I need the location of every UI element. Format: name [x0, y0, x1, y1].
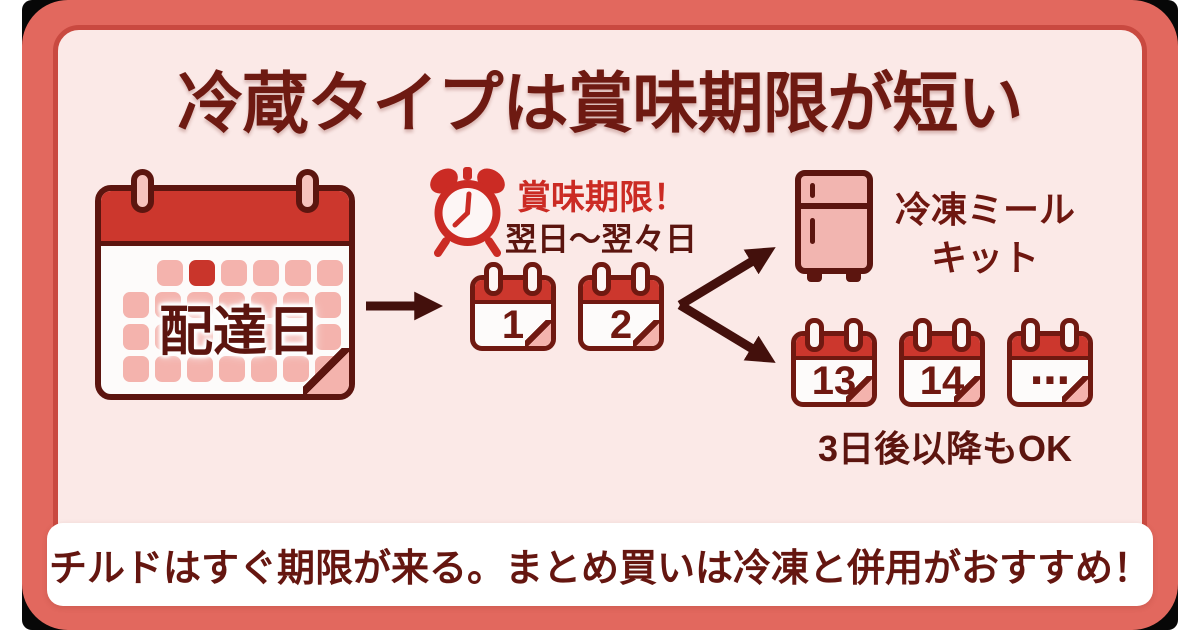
day-calendar-icon: 14	[899, 318, 985, 407]
fridge-icon	[795, 170, 873, 282]
calendar-ring-icon	[952, 318, 971, 352]
folded-corner-icon	[633, 320, 659, 346]
day-calendar-icon: 2	[578, 262, 664, 351]
calendar-ring-icon	[592, 262, 611, 296]
frozen-note: 3日後以降もOK	[817, 428, 1073, 469]
frozen-meal-kit-label: 冷凍ミール キット	[894, 189, 1075, 278]
folded-corner-icon	[954, 376, 980, 402]
calendar-page: 14	[899, 331, 985, 407]
calendar-ring-icon	[1060, 318, 1079, 352]
delivery-calendar-icon: 配達日	[95, 169, 355, 400]
day-calendar-icon: 13	[791, 318, 877, 407]
calendar-ring-icon	[484, 262, 503, 296]
page-title: 冷蔵タイプは賞味期限が短い	[177, 66, 1024, 140]
folded-corner-icon	[303, 348, 349, 394]
calendar-page: 1	[470, 275, 556, 351]
calendar-ring-icon	[913, 318, 932, 352]
calendar-page: 2	[578, 275, 664, 351]
calendar-page: 13	[791, 331, 877, 407]
day-calendar-icon: 1	[470, 262, 556, 351]
calendar-ring-icon	[131, 169, 154, 213]
calendar-date-grid	[101, 246, 349, 382]
calendar-page: 配達日	[95, 185, 355, 400]
alarm-clock-icon	[430, 167, 505, 257]
right-arrow-icon	[366, 291, 444, 321]
footer-message: チルドはすぐ期限が来る。まとめ買いは冷凍と併用がおすすめ！	[48, 548, 1151, 590]
folded-corner-icon	[1062, 376, 1088, 402]
day-calendar-icon: ⋯	[1007, 318, 1093, 407]
expiry-range-label: 翌日〜翌々日	[505, 221, 698, 257]
footer-banner: チルドはすぐ期限が来る。まとめ買いは冷凍と併用がおすすめ！	[47, 523, 1153, 606]
calendar-ring-icon	[1021, 318, 1040, 352]
folded-corner-icon	[846, 376, 872, 402]
folded-corner-icon	[525, 320, 551, 346]
calendar-ring-icon	[844, 318, 863, 352]
calendar-day-number: 2	[609, 302, 633, 347]
branch-arrows-icon	[677, 247, 776, 363]
calendar-ring-icon	[523, 262, 542, 296]
calendar-page: ⋯	[1007, 331, 1093, 407]
highlighted-date-square	[189, 260, 215, 286]
delivery-date-label: 配達日	[159, 302, 321, 362]
calendar-ring-icon	[296, 169, 319, 213]
calendar-day-number: 1	[501, 302, 525, 347]
calendar-ring-icon	[631, 262, 650, 296]
expiry-heading: 賞味期限！	[517, 179, 687, 217]
calendar-ring-icon	[805, 318, 824, 352]
